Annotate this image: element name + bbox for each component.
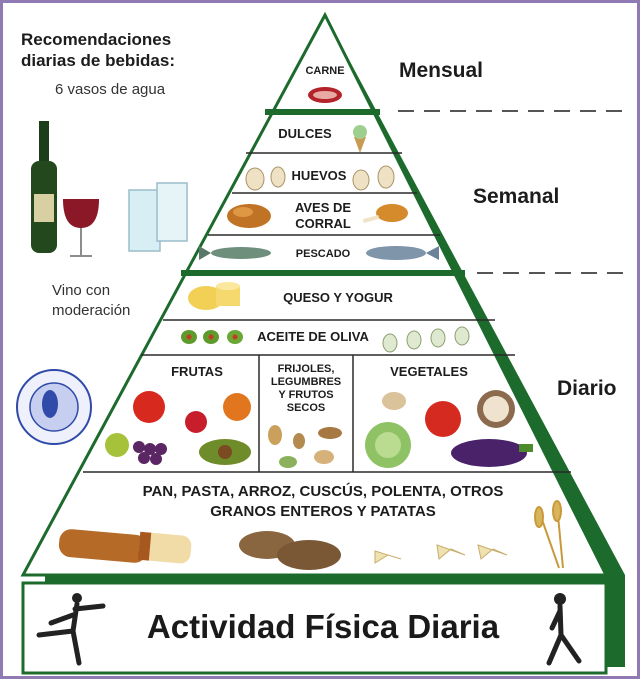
frequency-monthly: Mensual bbox=[399, 59, 484, 82]
tier-lines bbox=[83, 152, 571, 473]
roast-chicken-icon bbox=[227, 204, 271, 228]
tier-dulces: DULCES bbox=[278, 126, 332, 141]
legumes-illustration bbox=[268, 425, 342, 468]
tier-queso: QUESO Y YOGUR bbox=[283, 290, 393, 305]
chicken-leg-icon bbox=[362, 204, 408, 224]
frequency-daily: Diario bbox=[557, 377, 617, 400]
tier-aves-line1: AVES DE bbox=[294, 200, 352, 215]
tier-granos-line2: GRANOS ENTEROS Y PATATAS bbox=[210, 503, 436, 520]
tier-frijoles-line1: FRIJOLES, bbox=[277, 363, 335, 375]
tier-frijoles-line3: Y FRUTOS bbox=[278, 389, 334, 401]
wheat-icon bbox=[534, 500, 564, 569]
garlic-icon bbox=[382, 326, 470, 353]
wine-bottle-icon bbox=[31, 121, 57, 253]
pyramid-artwork bbox=[16, 11, 625, 675]
bread-icon bbox=[58, 529, 192, 564]
tier-frijoles-line2: LEGUMBRES bbox=[270, 376, 342, 388]
beverages-title: Recomendaciones diarias de bebidas: bbox=[21, 29, 221, 71]
cheese-icon bbox=[188, 282, 240, 310]
activity-title: Actividad Física Diaria bbox=[146, 608, 500, 645]
tier-huevos: HUEVOS bbox=[291, 168, 347, 183]
activity-band bbox=[21, 581, 608, 675]
tier-frijoles-line4: SECOS bbox=[286, 402, 326, 414]
tier-pescado: PESCADO bbox=[295, 248, 351, 260]
fish-icon bbox=[199, 246, 271, 260]
wine-note-line1: Vino con bbox=[52, 282, 111, 299]
wine-glass-icon bbox=[63, 199, 99, 257]
tier-carne: CARNE bbox=[305, 65, 345, 77]
tier-granos: PAN, PASTA, ARROZ, CUSCÚS, POLENTA, OTRO… bbox=[73, 482, 573, 522]
tier-granos-line1: PAN, PASTA, ARROZ, CUSCÚS, POLENTA, OTRO… bbox=[142, 483, 504, 500]
nutrition-seal-icon bbox=[16, 369, 92, 445]
tier-aves-line2: CORRAL bbox=[295, 216, 351, 231]
water-glasses-icon bbox=[128, 182, 188, 252]
water-note: 6 vasos de agua bbox=[55, 81, 166, 98]
tier-aves: AVES DE CORRAL bbox=[275, 200, 371, 232]
meat-icon bbox=[308, 87, 342, 103]
wine-note: Vino con moderación bbox=[52, 281, 130, 321]
walker-figure bbox=[546, 593, 582, 666]
tier-aceite: ACEITE DE OLIVA bbox=[257, 329, 369, 344]
dancer-figure bbox=[36, 593, 106, 666]
fruits-illustration bbox=[105, 391, 251, 465]
frequency-weekly: Semanal bbox=[473, 185, 560, 208]
tier-vegetales: VEGETALES bbox=[390, 364, 468, 379]
wine-note-line2: moderación bbox=[52, 302, 131, 319]
pasta-icon bbox=[374, 544, 508, 564]
potatoes-icon bbox=[239, 531, 341, 570]
olives-icon bbox=[181, 330, 243, 344]
ice-cream-icon bbox=[353, 125, 367, 153]
pyramid-front-face bbox=[20, 11, 609, 577]
beverages-title-line2: diarias de bebidas: bbox=[21, 51, 175, 70]
eggs-icon bbox=[245, 165, 395, 191]
tier-frijoles: FRIJOLES, LEGUMBRES Y FRUTOS SECOS bbox=[261, 363, 351, 415]
beverages-title-line1: Recomendaciones bbox=[21, 30, 172, 49]
fish-icon bbox=[366, 246, 439, 260]
vegetables-illustration bbox=[365, 390, 533, 468]
tier-frutas: FRUTAS bbox=[171, 364, 223, 379]
